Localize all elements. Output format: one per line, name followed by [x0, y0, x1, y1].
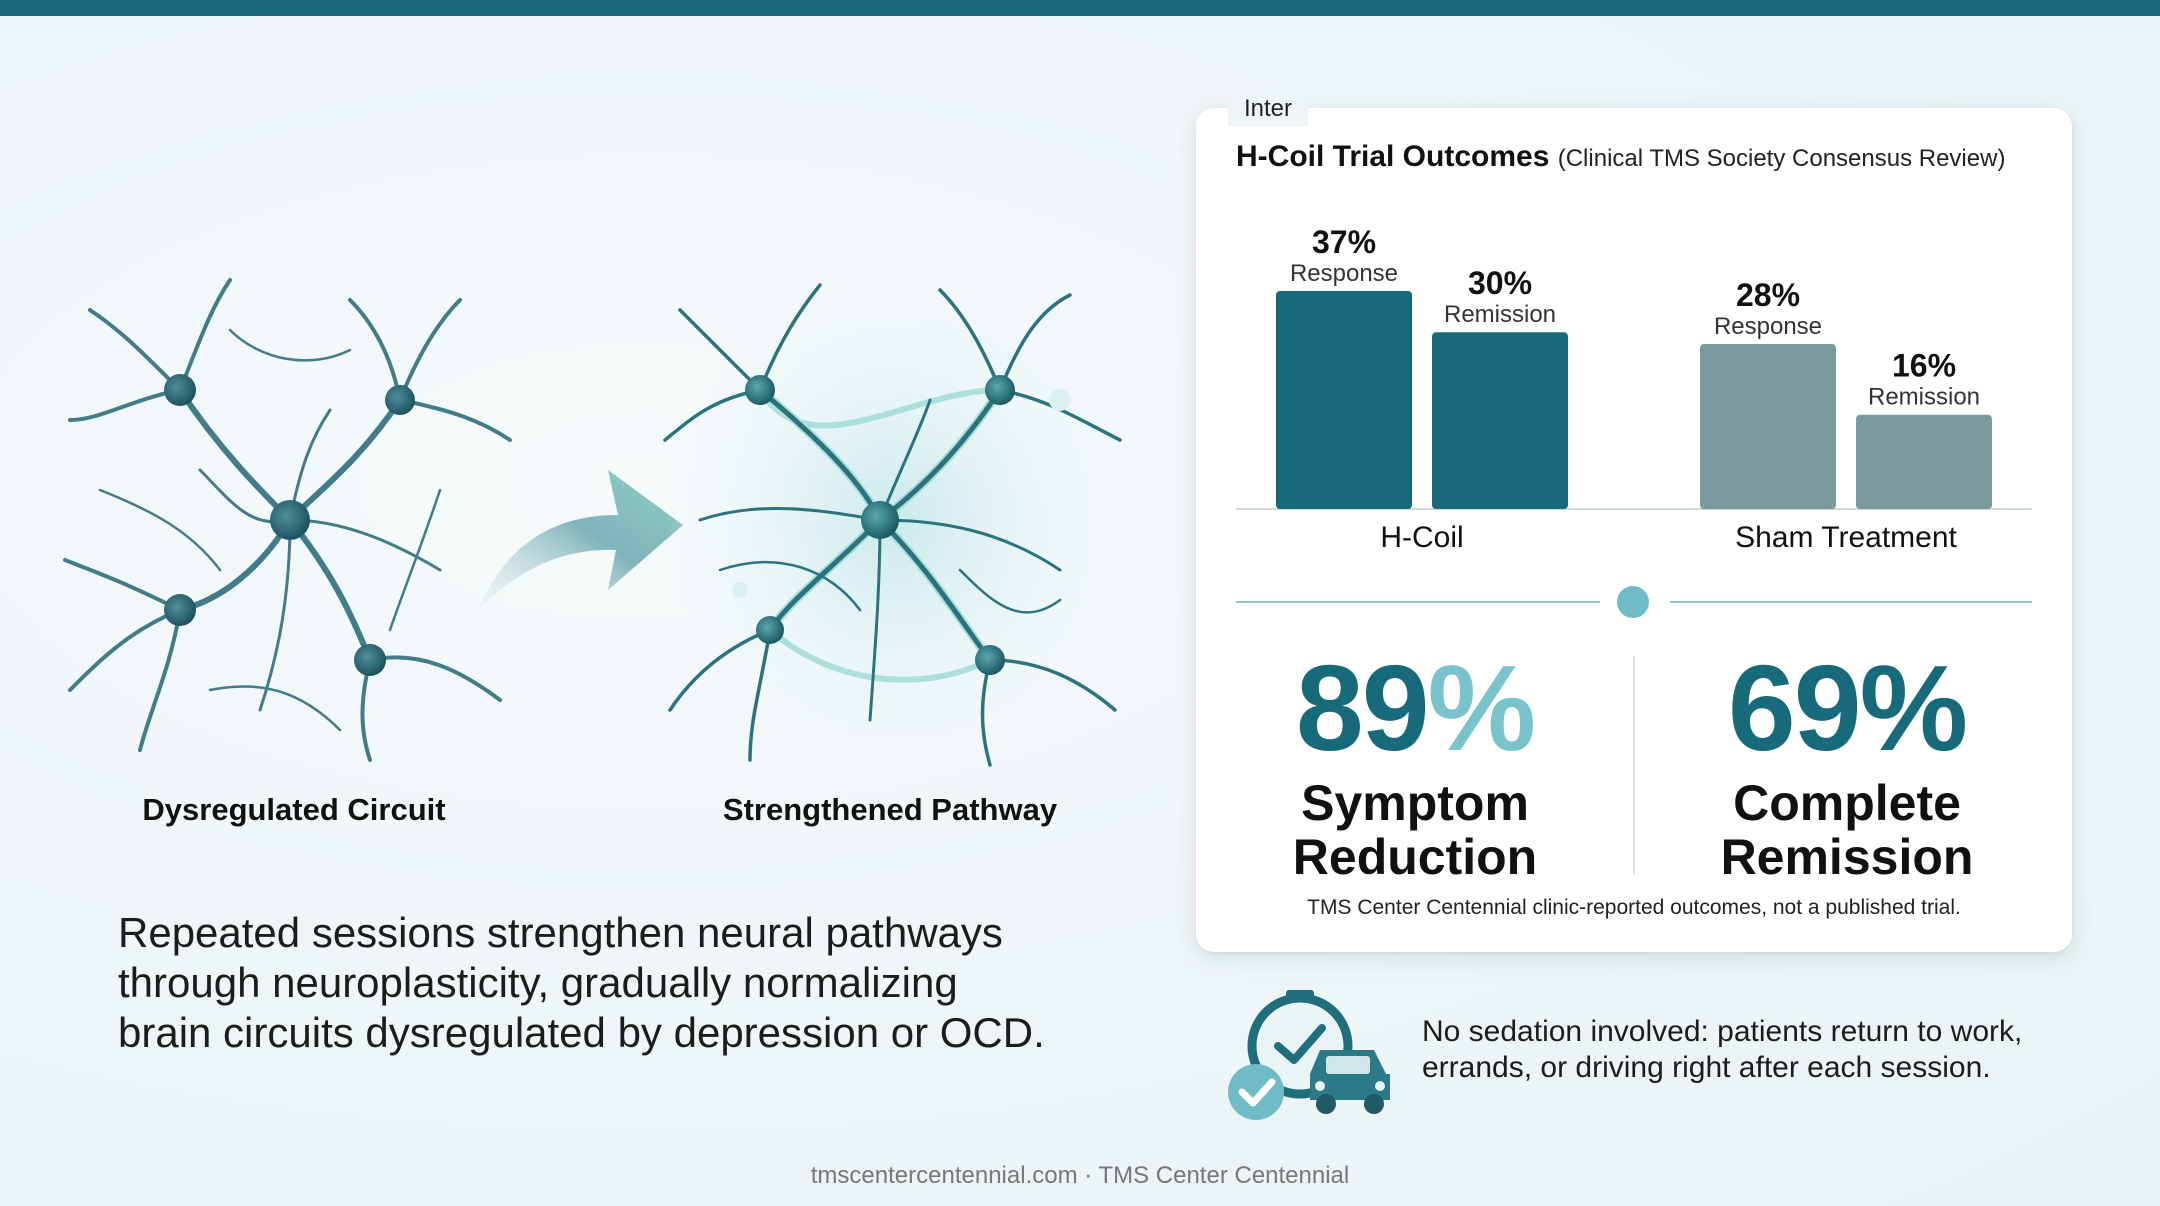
bar-series-label: Remission — [1444, 301, 1556, 328]
section-divider-left — [1236, 601, 1600, 603]
bar-h-coil-response — [1276, 291, 1412, 509]
stat-value: 69% — [1637, 647, 2057, 769]
neuroplasticity-description: Repeated sessions strengthen neural path… — [118, 908, 1118, 1058]
stat-number: 69 — [1727, 640, 1862, 776]
bar-h-coil-remission — [1432, 332, 1568, 509]
stat-label: Symptom Reduction — [1205, 776, 1625, 884]
stat-separator — [1633, 656, 1635, 874]
chart-title-main: H-Coil Trial Outcomes — [1236, 140, 1550, 173]
bar-value-label: 16% — [1892, 348, 1956, 384]
bar-series-label: Remission — [1868, 384, 1980, 411]
category-label: H-Coil — [1380, 521, 1463, 554]
arrow-right-icon — [478, 470, 683, 610]
bar-series-label: Response — [1290, 260, 1398, 287]
bar-sham-treatment-response — [1700, 344, 1836, 509]
bar-value-label: 28% — [1736, 277, 1800, 313]
description-line: Repeated sessions strengthen neural path… — [118, 909, 1003, 956]
dysregulated-circuit-illustration — [63, 278, 512, 762]
divider-dot — [1617, 586, 1649, 618]
chart-title: H-Coil Trial Outcomes (Clinical TMS Soci… — [1236, 140, 2056, 174]
bar-series-label: Response — [1714, 313, 1822, 340]
chart-title-sub: (Clinical TMS Society Consensus Review) — [1557, 145, 2006, 172]
stat-complete-remission: 69% Complete Remission — [1637, 647, 2057, 884]
outcomes-footnote: TMS Center Centennial clinic-reported ou… — [1307, 896, 1961, 919]
bar-sham-treatment-remission — [1856, 414, 1992, 509]
stat-label-line: Remission — [1720, 829, 1974, 885]
footer-credit: tmscentercentennial.com · TMS Center Cen… — [810, 1162, 1350, 1189]
stat-percent-sign: % — [1859, 640, 1968, 776]
top-accent-bar — [0, 0, 2160, 16]
section-divider-right — [1670, 601, 2032, 603]
bar-value-label: 30% — [1468, 265, 1532, 301]
stat-symptom-reduction: 89% Symptom Reduction — [1205, 647, 1625, 884]
clock-car-check-icon — [1228, 990, 1390, 1120]
caption-dysregulated-circuit: Dysregulated Circuit — [142, 792, 446, 827]
stat-number: 89 — [1295, 640, 1430, 776]
stat-label-line: Symptom — [1301, 775, 1529, 831]
card-tab-label: Inter — [1228, 92, 1309, 126]
stat-percent-sign: % — [1427, 640, 1536, 776]
no-sedation-text: No sedation involved: patients return to… — [1422, 1014, 2062, 1086]
bar-value-label: 37% — [1312, 224, 1376, 260]
stat-label-line: Reduction — [1292, 829, 1538, 885]
stat-label: Complete Remission — [1637, 776, 2057, 884]
stat-value: 89% — [1205, 647, 1625, 769]
description-line: through neuroplasticity, gradually norma… — [118, 959, 958, 1006]
stat-label-line: Complete — [1733, 775, 1961, 831]
no-sedation-line: errands, or driving right after each ses… — [1422, 1051, 1991, 1084]
category-label: Sham Treatment — [1735, 521, 1957, 554]
strengthened-pathway-illustration — [663, 280, 1125, 767]
caption-strengthened-pathway: Strengthened Pathway — [722, 792, 1058, 827]
no-sedation-line: No sedation involved: patients return to… — [1422, 1015, 2023, 1048]
description-line: brain circuits dysregulated by depressio… — [118, 1009, 1045, 1056]
